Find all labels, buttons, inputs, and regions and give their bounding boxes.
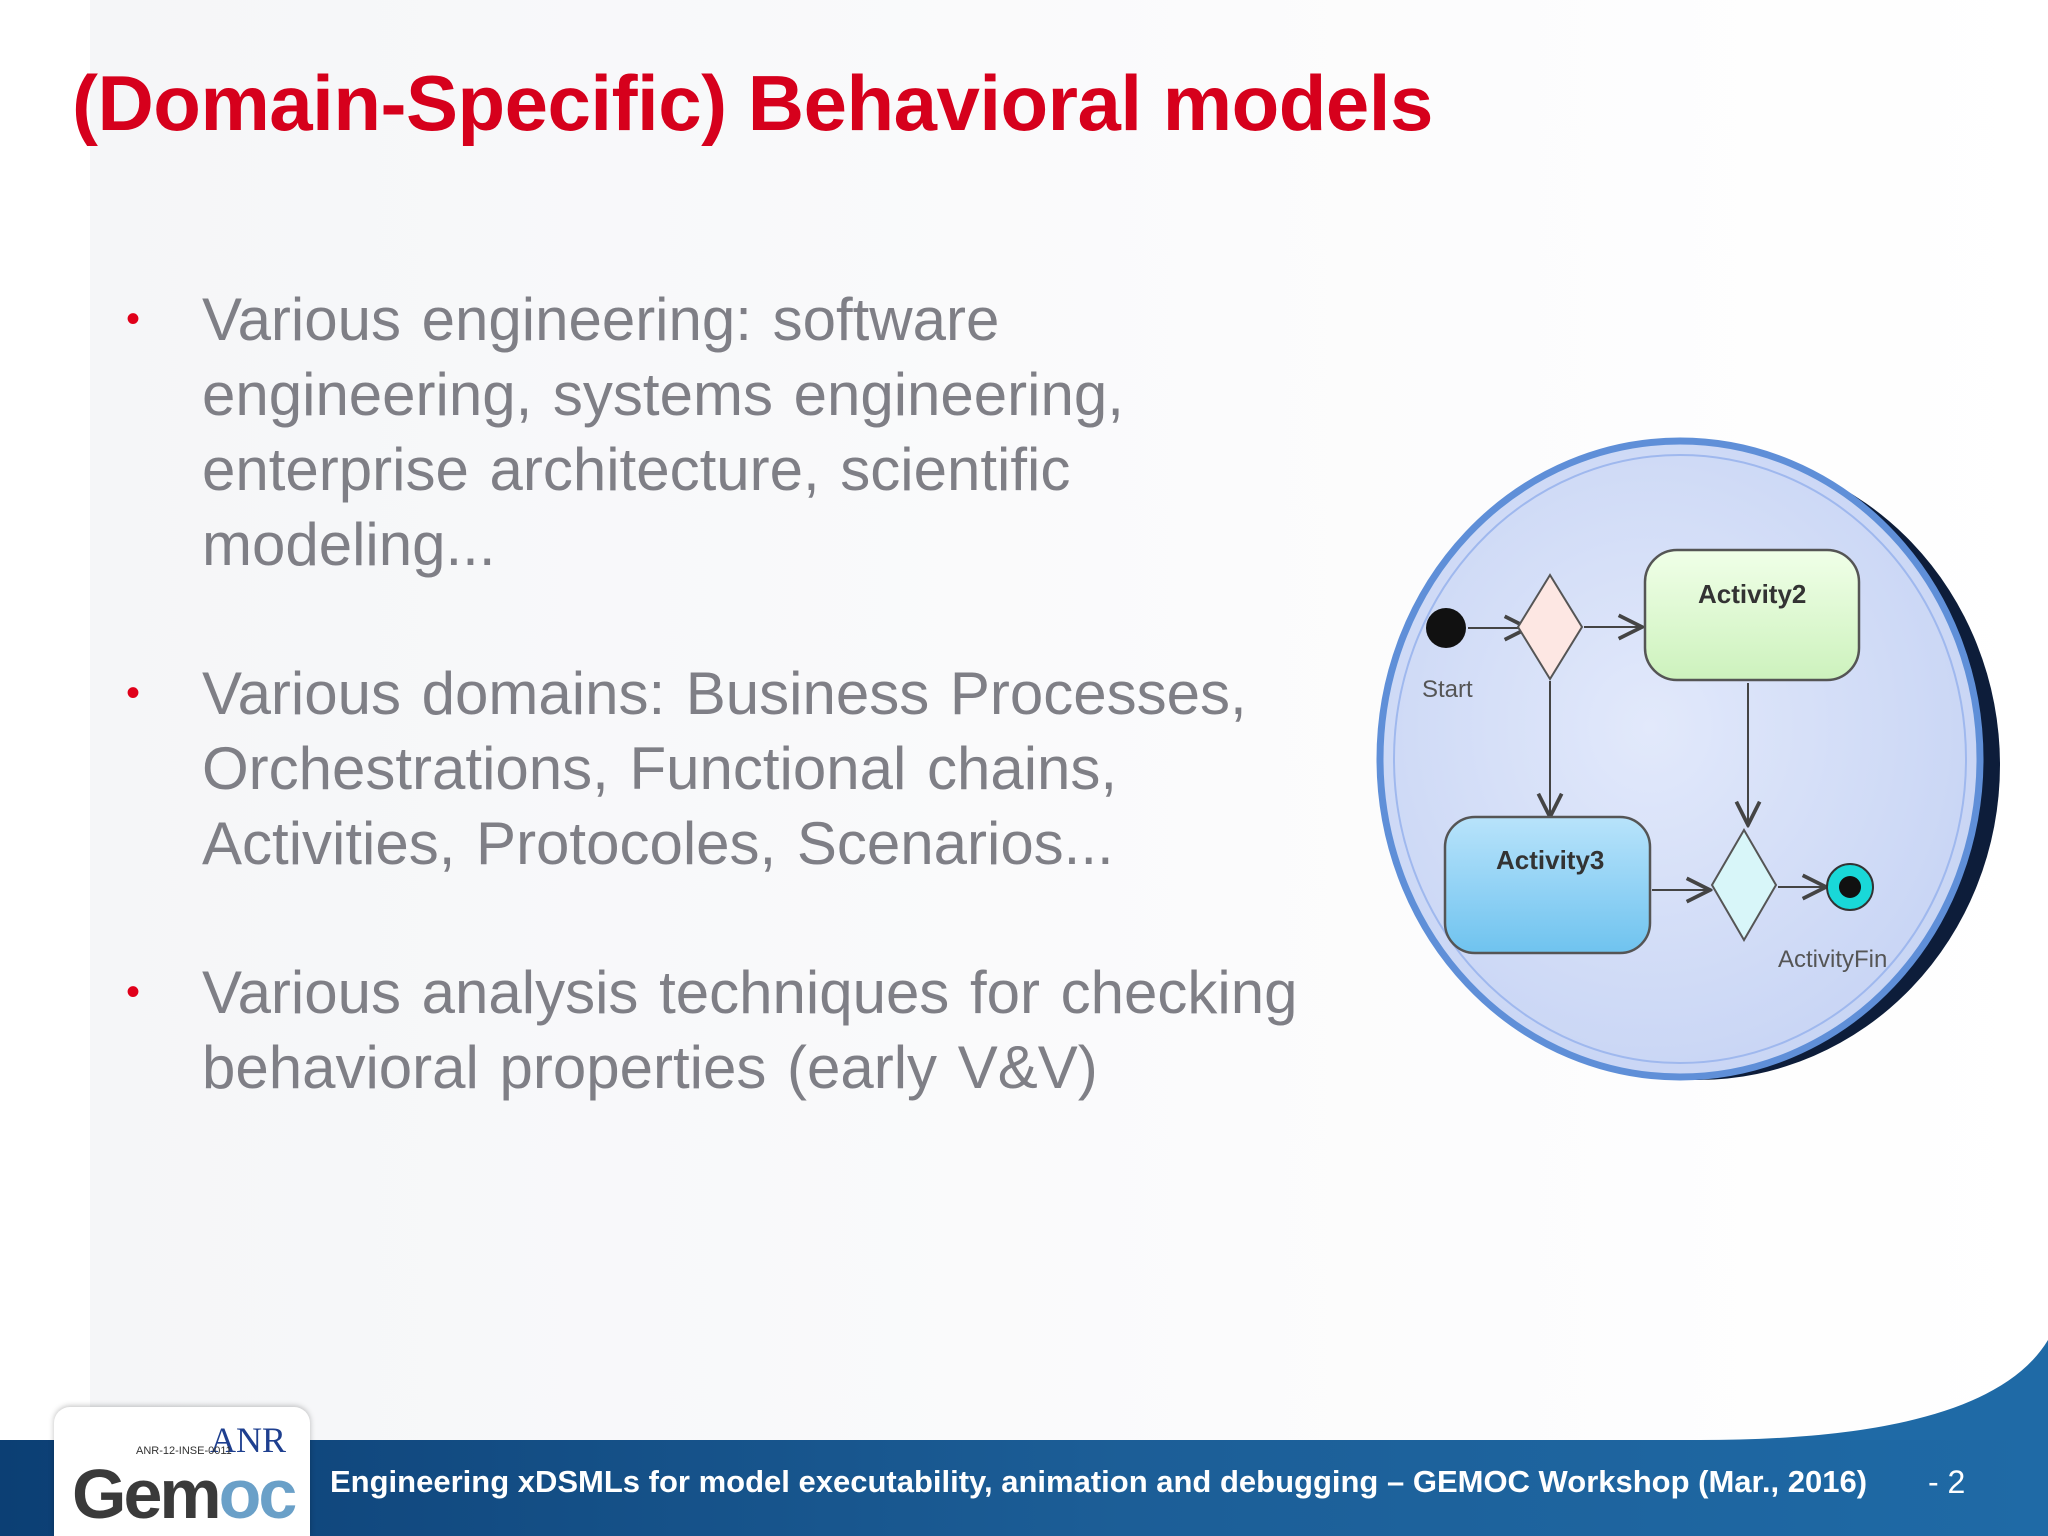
bullet-text: Various domains: Business Processes, Orc… [202, 660, 1247, 877]
bullet-item: • Various domains: Business Processes, O… [120, 656, 1320, 881]
activity3-node [1443, 815, 1652, 955]
activity2-node [1643, 548, 1861, 682]
disc [1376, 437, 1984, 1081]
final-node-inner [1839, 876, 1861, 898]
footer-text: Engineering xDSMLs for model executabili… [330, 1464, 1868, 1499]
anr-logo-text: ANR [209, 1420, 286, 1460]
wordmark-part1: Gem [72, 1455, 222, 1533]
gemoc-wordmark: Gemoc [72, 1459, 297, 1529]
bullet-list: • Various engineering: software engineer… [120, 282, 1320, 1179]
wordmark-part2: oc [218, 1455, 298, 1533]
bullet-marker: • [126, 970, 141, 1014]
start-label: Start [1422, 676, 1473, 703]
activity2-label: Activity2 [1698, 579, 1806, 609]
start-node [1426, 608, 1466, 648]
bullet-text: Various analysis techniques for checking… [202, 959, 1298, 1101]
footer-bar [0, 1440, 2048, 1536]
bullet-item: • Various analysis techniques for checki… [120, 955, 1320, 1105]
bullet-item: • Various engineering: software engineer… [120, 282, 1320, 582]
gemoc-logo: ANR ANR-12-INSE-0011 Gemoc [54, 1407, 310, 1536]
bullet-marker: • [126, 297, 141, 341]
anr-reference: ANR-12-INSE-0011 [136, 1445, 232, 1457]
activity-diagram-illustration: Start Activity2 Activity3 ActivityFin [1376, 437, 2000, 1081]
activity3-label: Activity3 [1496, 845, 1604, 875]
page-number: - 2 [1928, 1464, 1966, 1500]
slide-title: (Domain-Specific) Behavioral models [72, 59, 1433, 147]
decision-node [1516, 573, 1584, 681]
disc-inner-ring [1393, 454, 1967, 1064]
bullet-marker: • [126, 671, 141, 715]
bullet-text: Various engineering: software engineerin… [202, 286, 1124, 578]
merge-node [1710, 828, 1778, 942]
footer-swoosh [1700, 1340, 2048, 1450]
final-label: ActivityFin [1778, 946, 1887, 973]
